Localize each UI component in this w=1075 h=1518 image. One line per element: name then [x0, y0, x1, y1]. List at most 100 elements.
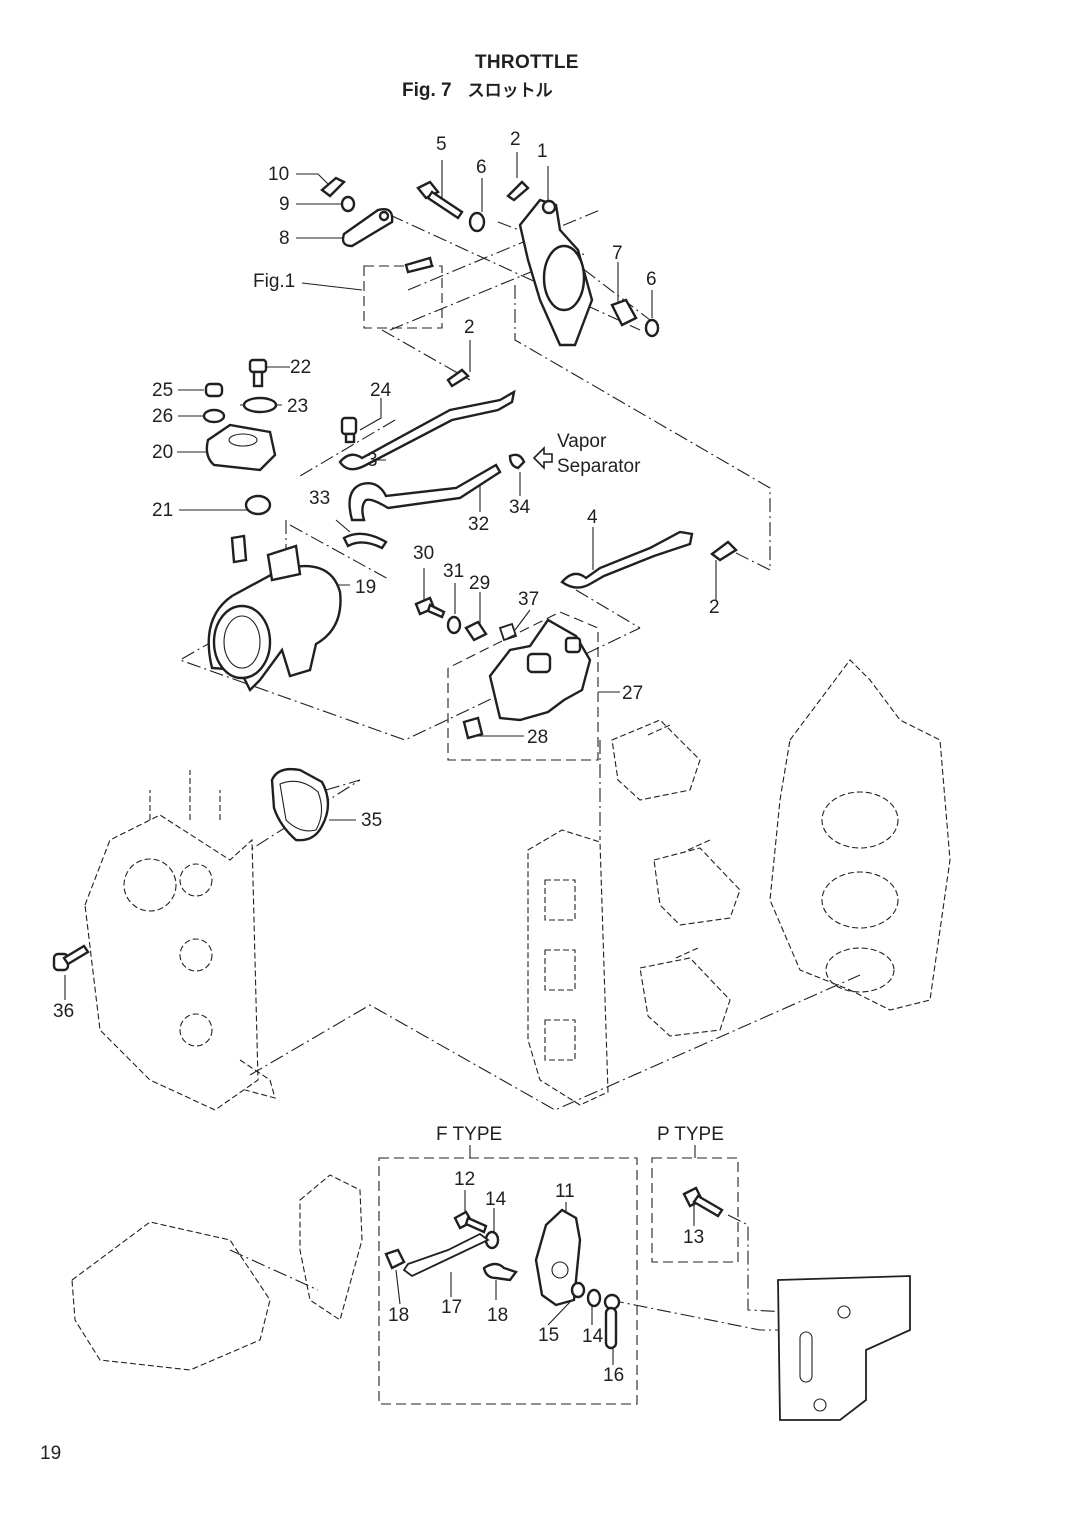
p-type-box: [651, 1157, 739, 1263]
callout-12: 12: [454, 1169, 476, 1190]
fig1-bolt: [404, 256, 434, 274]
part-8-rod-end: [341, 208, 394, 248]
callout-31: 31: [443, 561, 465, 582]
callout-14: 14: [485, 1189, 507, 1210]
reed-valve-outlines: [611, 719, 741, 1037]
part-32-hose: [348, 463, 502, 522]
part-37-pad: [498, 622, 518, 642]
callout-2: 2: [464, 317, 475, 338]
callout-19: 19: [355, 577, 377, 598]
part-27-cam-assembly: [488, 618, 592, 722]
callout-7: 7: [612, 243, 623, 264]
part-9-washer: [340, 195, 356, 213]
callout-34: 34: [509, 497, 531, 518]
leader-lines: [64, 152, 717, 1365]
vapor-separator-note-line1: Vapor: [557, 431, 607, 452]
p-type-label: P TYPE: [657, 1124, 724, 1145]
part-18-clip: [384, 1248, 518, 1282]
part-36-bolt: [52, 944, 90, 972]
vapor-arrow-icon: [532, 446, 553, 470]
callout-30: 30: [413, 543, 435, 564]
callout-26: 26: [152, 406, 174, 427]
callout-6: 6: [476, 157, 487, 178]
part-26-washer: [202, 408, 226, 424]
part-29-collar: [464, 620, 488, 642]
part-12-bolt: [453, 1210, 488, 1234]
callout-14: 14: [582, 1326, 604, 1347]
figure-caption: Fig. 7 スロットル: [402, 76, 553, 102]
callout-17: 17: [441, 1297, 463, 1318]
callout-13: 13: [683, 1227, 705, 1248]
callout-1: 1: [537, 141, 548, 162]
callout-4: 4: [587, 507, 598, 528]
assembly-27-box: [447, 611, 599, 761]
part-24-fitting: [340, 416, 358, 444]
part-10-clip: [320, 176, 347, 198]
f-type-label: F TYPE: [436, 1124, 503, 1145]
part-28-holder: [462, 716, 484, 740]
part-33-clamp: [342, 532, 388, 550]
cylinder-block-outline: [84, 770, 276, 1111]
part-3-link-rod: [338, 389, 516, 471]
bottom-cowl-outline: [71, 1174, 363, 1371]
part-15-collar: [570, 1281, 586, 1299]
part-34-clamp: [508, 453, 526, 470]
page-number: 19: [40, 1443, 62, 1464]
part-11-lever: [534, 1208, 582, 1307]
callout-33: 33: [309, 488, 331, 509]
part-30-bolt: [414, 596, 446, 619]
callout-23: 23: [287, 396, 309, 417]
callout-8: 8: [279, 228, 290, 249]
reed-valve-plate-outline: [527, 829, 609, 1106]
callout-11: 11: [555, 1181, 575, 1202]
fig1-reference-link[interactable]: Fig.1: [253, 271, 296, 292]
part-31-washer: [446, 615, 462, 635]
part-35-gasket: [270, 767, 330, 842]
callout-6: 6: [646, 269, 657, 290]
part-21-grommet: [244, 494, 272, 516]
part-4-link-rod: [560, 530, 694, 589]
callout-37: 37: [518, 589, 540, 610]
callout-20: 20: [152, 442, 174, 463]
f-type-box: [378, 1157, 638, 1405]
fig1-reference-box: [363, 265, 443, 329]
part-22-bolt: [248, 358, 268, 388]
part-16-rod-end: [603, 1293, 621, 1350]
part-2-clip: [446, 180, 738, 562]
callout-22: 22: [290, 357, 312, 378]
callout-15: 15: [538, 1325, 560, 1346]
callout-36: 36: [53, 1001, 75, 1022]
callout-21: 21: [152, 500, 174, 521]
part-23-washer: [242, 396, 278, 414]
part-1-throttle-lever: [518, 198, 594, 347]
callout-5: 5: [436, 134, 447, 155]
callout-2: 2: [709, 597, 720, 618]
figure-number: Fig. 7: [402, 80, 452, 101]
callout-3: 3: [367, 450, 378, 471]
part-6-washer: [468, 211, 660, 338]
callout-27: 27: [622, 683, 644, 704]
part-5-bolt: [416, 180, 464, 220]
part-14-washer: [484, 1230, 602, 1308]
crankcase-outline: [769, 659, 951, 1011]
part-20-plate: [205, 423, 277, 472]
callout-10: 10: [268, 164, 290, 185]
callout-35: 35: [361, 810, 383, 831]
callout-28: 28: [527, 727, 549, 748]
diagram-title: THROTTLE: [475, 52, 579, 73]
figure-title-jp: スロットル: [467, 81, 553, 101]
callout-9: 9: [279, 194, 290, 215]
callout-25: 25: [152, 380, 174, 401]
callout-24: 24: [370, 380, 392, 401]
callout-2: 2: [510, 129, 521, 150]
callout-16: 16: [603, 1365, 625, 1386]
part-19-throttle-body: [207, 534, 342, 693]
callout-18: 18: [388, 1305, 410, 1326]
bracket-outline: [777, 1275, 911, 1421]
callout-29: 29: [469, 573, 491, 594]
callout-32: 32: [468, 514, 490, 535]
callout-18: 18: [487, 1305, 509, 1326]
part-25-nut: [204, 382, 224, 398]
part-7-collar: [610, 298, 638, 327]
